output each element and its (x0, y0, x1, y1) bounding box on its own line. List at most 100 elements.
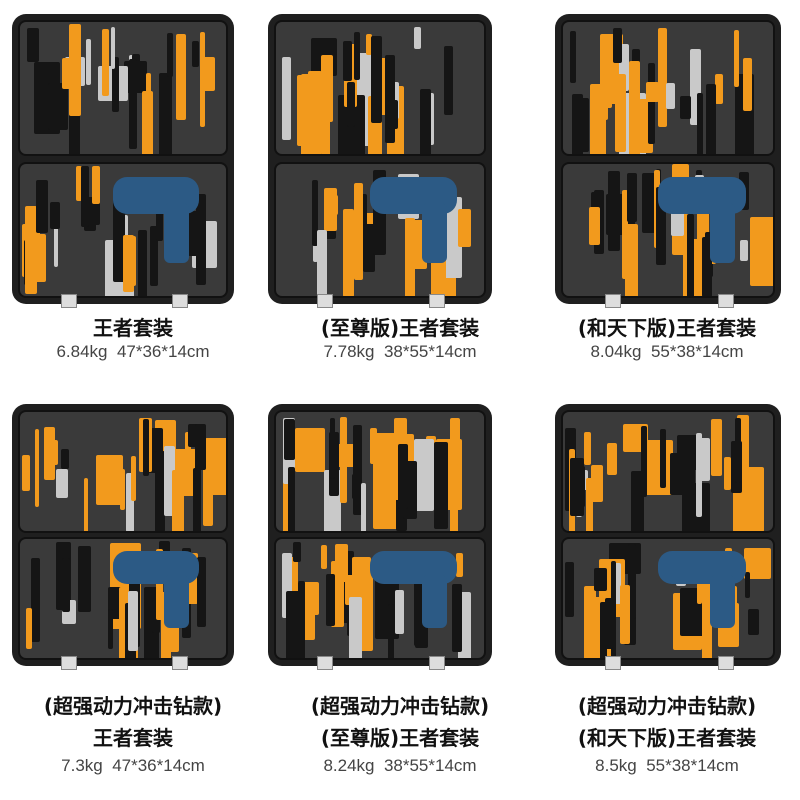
latch-icon (60, 656, 77, 670)
product-title: (至尊版)王者套装 (320, 726, 480, 750)
tool-icon (69, 23, 81, 116)
tool-icon (25, 206, 37, 295)
toolbox-lid (18, 20, 228, 157)
tool-icon (166, 32, 173, 77)
tool-icon (288, 466, 296, 532)
latch-icon (429, 294, 446, 308)
tool-icon (385, 54, 395, 143)
tool-icon (611, 560, 616, 658)
tool-icon (120, 469, 125, 511)
tool-icon (312, 179, 319, 246)
toolbox-base (274, 161, 486, 298)
tool-icon (594, 567, 607, 591)
product-spec: 7.3kg 47*36*14cm (0, 756, 266, 776)
tool-icon (620, 585, 631, 644)
tool-icon (583, 431, 592, 466)
tool-icon (128, 590, 138, 652)
tool-icon (660, 428, 666, 488)
tool-icon (388, 99, 399, 130)
tool-icon (743, 58, 752, 111)
toolbox-lid (561, 410, 775, 534)
tool-icon (317, 230, 328, 296)
toolbox-image (555, 14, 781, 308)
tool-icon (320, 55, 334, 123)
tool-icon (108, 608, 114, 649)
tool-icon (321, 545, 327, 569)
tool-icon (156, 549, 164, 620)
tool-icon (687, 214, 694, 296)
tool-icon (188, 211, 200, 256)
tool-icon (292, 541, 301, 563)
tool-icon (690, 48, 701, 126)
dimensions: 47*36*14cm (116, 342, 210, 361)
tool-icon (646, 81, 660, 103)
tool-icon (629, 60, 641, 155)
tool-icon (658, 27, 667, 127)
tool-icon (711, 419, 722, 476)
tool-icon (282, 463, 294, 532)
weight: 8.24kg (323, 756, 375, 775)
tool-icon (56, 468, 68, 498)
tool-icon (62, 558, 70, 612)
tool-icon (614, 74, 626, 152)
tool-icon (202, 468, 214, 527)
tool-icon (199, 31, 206, 127)
tool-icon (603, 74, 612, 109)
tool-icon (626, 173, 638, 222)
tool-icon (600, 602, 607, 658)
tool-icon (387, 604, 394, 658)
tool-icon (701, 237, 713, 296)
tool-icon (192, 467, 201, 532)
tool-icon (584, 585, 597, 658)
tool-icon (641, 173, 657, 234)
tool-icon (164, 445, 175, 517)
product-spec: 8.5kg 55*38*14cm (534, 756, 800, 776)
toolbox-lid (18, 410, 228, 534)
tool-icon (644, 440, 674, 496)
tool-icon (334, 543, 349, 582)
tool-icon (697, 182, 710, 283)
tool-icon (283, 419, 296, 460)
tool-icon (449, 463, 458, 532)
tool-icon (625, 224, 639, 296)
tool-icon (613, 28, 623, 63)
tool-icon (154, 450, 166, 532)
tool-icon (47, 440, 59, 465)
tool-icon (570, 30, 577, 84)
tool-icon (150, 226, 159, 286)
tool-icon (749, 216, 773, 287)
tool-icon (142, 419, 149, 476)
tool-icon (326, 573, 335, 626)
tool-icon (419, 88, 432, 155)
tool-icon (31, 557, 41, 642)
tool-icon (608, 171, 621, 251)
tool-icon (86, 39, 91, 85)
tool-icon (25, 608, 32, 650)
tool-icon (34, 233, 46, 283)
tool-icon (113, 198, 125, 282)
tool-icon (588, 207, 600, 245)
tool-icon (60, 449, 69, 470)
tool-icon (370, 36, 382, 124)
tool-icon (669, 453, 695, 495)
toolbox-base (18, 161, 228, 298)
dimensions: 47*36*14cm (112, 756, 205, 775)
tool-icon (101, 29, 110, 96)
tool-icon (158, 72, 172, 155)
tool-icon (50, 202, 60, 229)
tool-icon (347, 82, 356, 128)
tool-icon (128, 59, 138, 150)
latch-icon (60, 294, 77, 308)
tool-icon (69, 97, 81, 155)
tool-icon (76, 166, 83, 201)
tool-icon (151, 600, 160, 634)
drill-handle-icon (710, 574, 736, 629)
tool-icon (35, 428, 40, 507)
tool-icon (171, 469, 184, 532)
